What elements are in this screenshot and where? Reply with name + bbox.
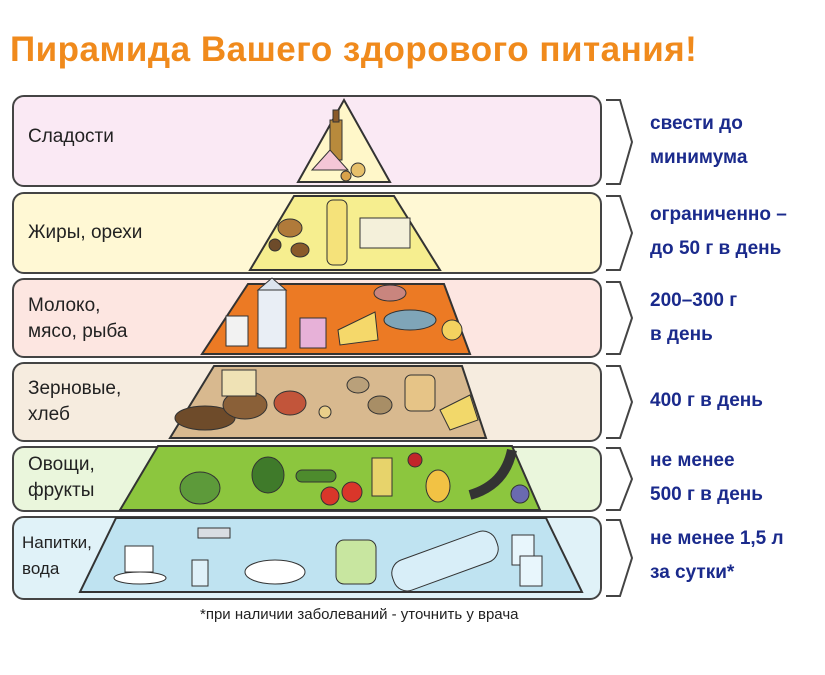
tier-grains-label: Зерновые,хлеб bbox=[28, 378, 122, 425]
bracket-dairy bbox=[606, 281, 634, 355]
tier-sweets-label: Сладости bbox=[28, 126, 114, 147]
footnote: *при наличии заболеваний - уточнить у вр… bbox=[200, 606, 519, 623]
vegetables-fruits-icon bbox=[179, 448, 530, 506]
grains-bread-icon bbox=[174, 369, 479, 431]
bracket-drinks bbox=[606, 519, 634, 597]
tier-dairy-label: Молоко,мясо, рыба bbox=[28, 295, 128, 342]
tier-drinks-label: Напитки,вода bbox=[22, 533, 92, 578]
bracket-fats bbox=[606, 195, 634, 271]
tier-fats-label: Жиры, орехи bbox=[28, 222, 143, 243]
sweets-icon bbox=[310, 109, 366, 182]
tier-fats-amount: ограниченно –до 50 г в день bbox=[650, 204, 787, 259]
drinks-water-icon bbox=[113, 527, 543, 592]
bracket-vegetables bbox=[606, 447, 634, 511]
fats-nuts-icon bbox=[268, 199, 411, 266]
tier-vegetables-label: Овощи,фрукты bbox=[28, 454, 95, 501]
bracket-grains bbox=[606, 365, 634, 439]
bracket-sweets bbox=[606, 99, 634, 185]
page-title: Пирамида Вашего здорового питания! bbox=[10, 30, 698, 69]
dairy-meat-fish-icon bbox=[225, 277, 463, 349]
tier-grains-amount: 400 г в день bbox=[650, 390, 763, 411]
